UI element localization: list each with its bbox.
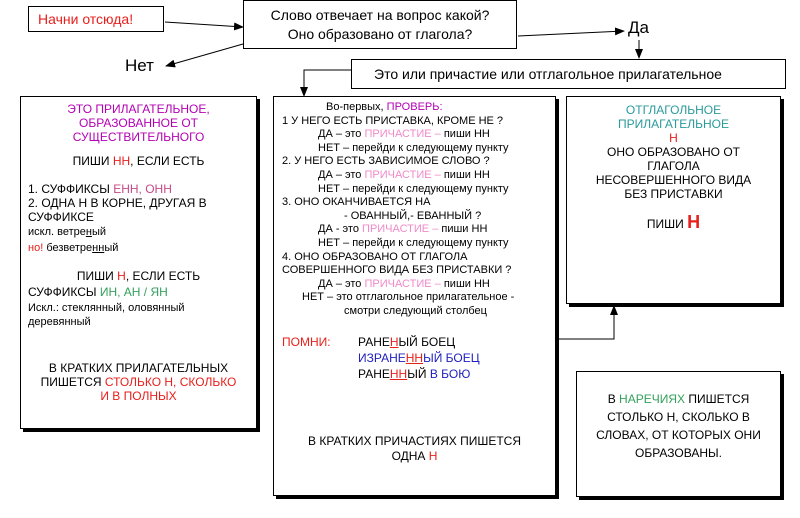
middle-header: Во-первых, ПРОВЕРЬ:	[326, 101, 443, 113]
remember-label: ПОМНИ:	[282, 334, 331, 349]
left-title-1: ЭТО ПРИЛАГАТЕЛЬНОЕ,	[67, 102, 210, 116]
left-title-3: СУЩЕСТВИТЕЛЬНОГО	[72, 130, 205, 144]
left-exception-2: но! безветренный	[28, 242, 119, 254]
left-item-2: 2. ОДНА Н В КОРНЕ, ДРУГАЯ В СУФФИКСЕ	[28, 196, 207, 224]
middle-q2-yes: ДА – это ПРИЧАСТИЕ – пиши НН	[318, 168, 490, 181]
remember-example-2: ИЗРАНЕННЫЙ БОЕЦ	[358, 350, 480, 365]
middle-q4-line1: 4. ОНО ОБРАЗОВАНО ОТ ГЛАГОЛА	[282, 250, 468, 263]
no-label: Нет	[125, 56, 154, 75]
middle-q3-line2: - ОВАННЫЙ,- ЕВАННЫЙ ?	[344, 209, 482, 222]
arrow-start-to-question	[164, 21, 244, 31]
left-item-1: 1. СУФФИКСЫ ЕНН, ОНН	[28, 182, 172, 196]
adverb-rule-box: В НАРЕЧИЯХ ПИШЕТСЯ СТОЛЬКО Н, СКОЛЬКО В …	[576, 371, 781, 497]
start-label: Начни отсюда!	[38, 11, 134, 27]
yes-label: Да	[628, 18, 649, 37]
question-line-1: Слово отвечает на вопрос какой?	[270, 7, 490, 23]
middle-q4-yes: ДА – это ПРИЧАСТИЕ – пиши НН	[318, 277, 490, 290]
participle-question-box: Это или причастие или отглагольное прила…	[351, 59, 786, 89]
arrow-to-middle	[300, 69, 351, 97]
middle-q4-line2: СОВЕРШЕННОГО ВИДА БЕЗ ПРИСТАВКИ ?	[282, 264, 512, 277]
participle-question-text: Это или причастие или отглагольное прила…	[374, 66, 722, 82]
adverb-line-4: ОБРАЗОВАНЫ.	[635, 446, 722, 460]
left-nn-rule: ПИШИ НН, ЕСЛИ ЕСТЬ	[72, 154, 205, 168]
right-write-rule: ПИШИ Н	[646, 212, 701, 232]
middle-q3-yes: ДА - это ПРИЧАСТИЕ – пиши НН	[318, 223, 488, 236]
left-suffixes-in: СУФФИКСЫ ИН, АН / ЯН	[28, 285, 168, 299]
left-exception-1: искл. ветреный	[28, 226, 106, 238]
right-title-1: ОТГЛАГОЛЬНОЕ	[625, 103, 722, 117]
left-short-adjectives: В КРАТКИХ ПРИЛАГАТЕЛЬНЫХ ПИШЕТСЯ СТОЛЬКО…	[40, 361, 237, 403]
right-title-2: ПРИЛАГАТЕЛЬНОЕ	[618, 117, 729, 131]
right-line-2: ГЛАГОЛА	[647, 159, 700, 173]
middle-q3-line1: 3. ОНО ОКАНЧИВАЕТСЯ НА	[282, 196, 431, 209]
verbal-adjective-box: ОТГЛАГОЛЬНОЕ ПРИЛАГАТЕЛЬНОЕ Н ОНО ОБРАЗО…	[566, 96, 781, 304]
left-n-rule: ПИШИ Н, ЕСЛИ ЕСТЬ	[76, 269, 201, 283]
middle-q2: 2. У НЕГО ЕСТЬ ЗАВИСИМОЕ СЛОВО ?	[282, 155, 490, 168]
remember-example-3: РАНЕННЫЙ В БОЮ	[358, 366, 471, 381]
participle-check-box: Во-первых, ПРОВЕРЬ: 1 У НЕГО ЕСТЬ ПРИСТА…	[273, 96, 556, 496]
middle-q3-no: НЕТ – перейди к следующему пункту	[318, 236, 509, 249]
middle-q1-yes: ДА – это ПРИЧАСТИЕ – пиши НН	[318, 128, 490, 141]
middle-q4-no-line1: НЕТ – это отглагольное прилагательное -	[302, 291, 515, 304]
start-box: Начни отсюда!	[28, 6, 164, 32]
adjective-from-noun-box: ЭТО ПРИЛАГАТЕЛЬНОЕ, ОБРАЗОВАННОЕ ОТ СУЩЕ…	[20, 96, 257, 429]
remember-example-1: РАНЕНЫЙ БОЕЦ	[358, 334, 456, 349]
middle-q4-no-line2: смотри следующий столбец	[344, 304, 487, 317]
left-title-2: ОБРАЗОВАННОЕ ОТ	[78, 116, 198, 130]
middle-short-participles: В КРАТКИХ ПРИЧАСТИЯХ ПИШЕТСЯ ОДНА Н	[307, 434, 521, 463]
question-box: Слово отвечает на вопрос какой? Оно обра…	[243, 0, 517, 49]
arrow-question-to-no	[165, 43, 244, 68]
right-line-3: НЕСОВЕРШЕННОГО ВИДА	[595, 173, 752, 187]
middle-remember-block: ПОМНИ: РАНЕНЫЙ БОЕЦ ИЗРАНЕННЫЙ БОЕЦ РАНЕ…	[274, 335, 555, 385]
adverb-line-2: СТОЛЬКО Н, СКОЛЬКО В	[607, 410, 750, 424]
question-line-2: Оно образовано от глагола?	[287, 26, 473, 42]
adverb-line-1: В НАРЕЧИЯХ ПИШЕТСЯ	[607, 392, 750, 406]
left-exception-3: Искл.: стеклянный, оловянный деревянный	[28, 302, 185, 328]
arrow-middle-to-right	[557, 305, 618, 340]
arrow-question-to-yes	[517, 27, 625, 37]
right-line-4: БЕЗ ПРИСТАВКИ	[624, 187, 723, 201]
middle-q2-no: НЕТ – перейди к следующему пункту	[318, 182, 509, 195]
adverb-line-3: СЛОВАХ, ОТ КОТОРЫХ ОНИ	[596, 428, 761, 442]
middle-q1: 1 У НЕГО ЕСТЬ ПРИСТАВКА, КРОМЕ НЕ ?	[282, 114, 504, 127]
middle-q1-no: НЕТ – перейди к следующему пункту	[318, 141, 509, 154]
right-mark: Н	[669, 131, 678, 145]
right-line-1: ОНО ОБРАЗОВАНО ОТ	[606, 145, 740, 159]
